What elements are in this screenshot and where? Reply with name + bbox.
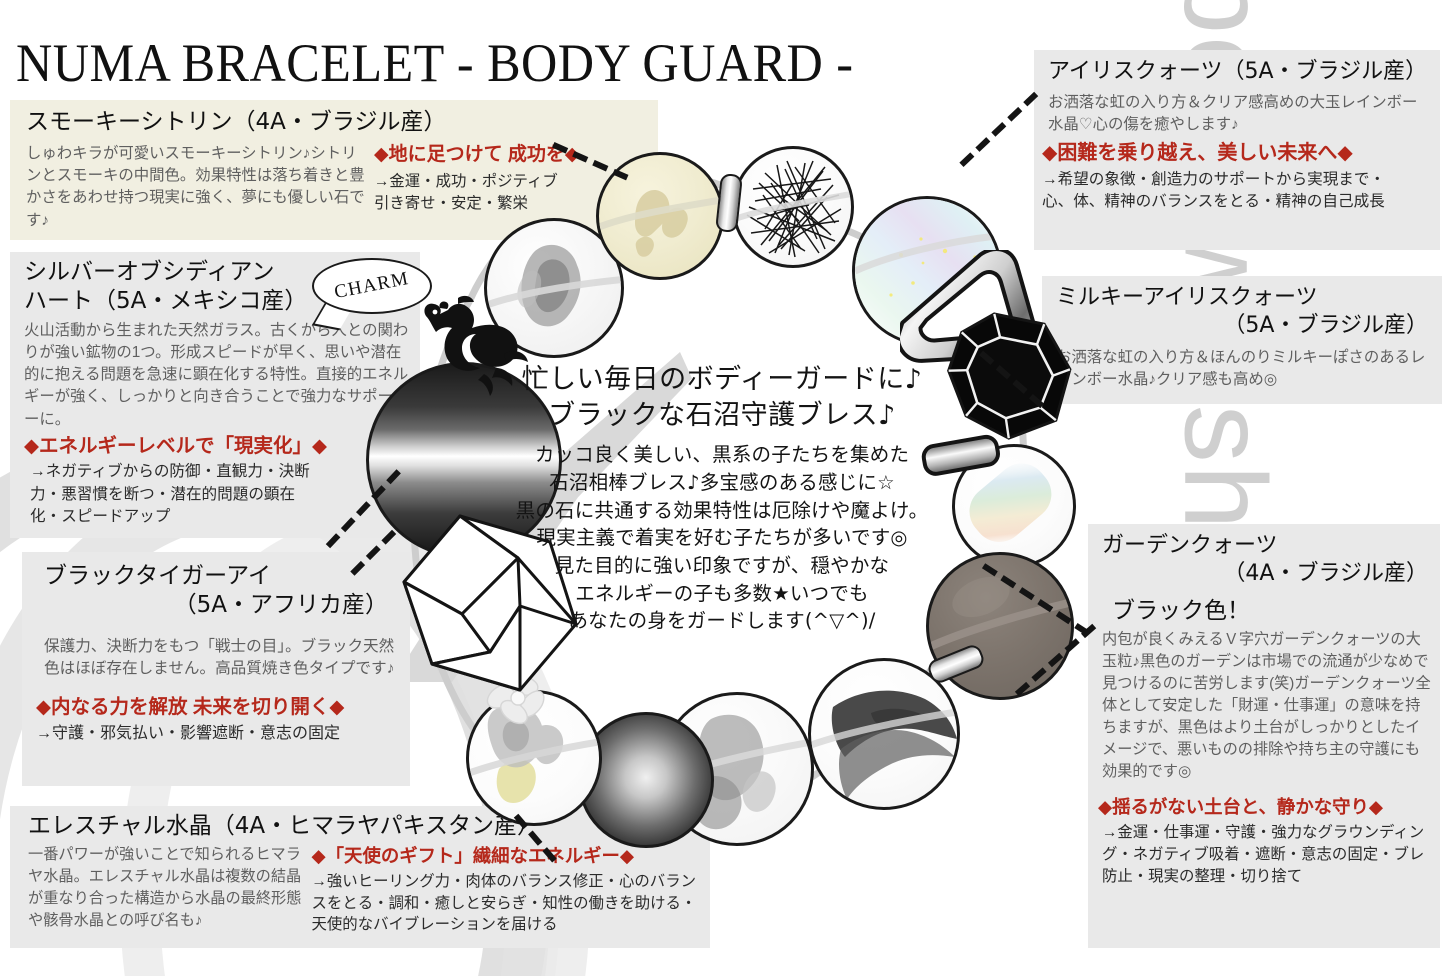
panel-title-elestial-quartz: エレスチャル水晶（4A・ヒマラヤパキスタン産）	[28, 813, 540, 839]
panel-title-smoky-citrine: スモーキーシトリン（4A・ブラジル産）	[26, 108, 648, 137]
center-headline-1: 忙しい毎日のボディーガードに♪	[521, 364, 923, 395]
stone-grade: ハート（5A・メキシコ産）	[24, 287, 308, 314]
panel-garden-quartz: ガーデンクォーツ （4A・ブラジル産） ブラック色！ 内包が良くみえるＶ字穴ガー…	[1088, 524, 1440, 948]
panel-iris-quartz: アイリスクォーツ（5A・ブラジル産） お洒落な虹の入り方＆クリア感高めの大玉レイ…	[1034, 50, 1440, 250]
stone-grade: （4A・ブラジル産）	[1223, 560, 1428, 586]
panel-subtitle-garden-quartz: ブラック色！	[1112, 598, 1250, 624]
stone-name: シルバーオブシディアン	[24, 259, 275, 285]
panel-effects-black-tiger-eye: →守護・邪気払い・影響遮断・意志の固定	[36, 725, 341, 743]
stone-grade: （4A・ブラジル産）	[232, 109, 447, 135]
panel-title-black-tiger-eye: ブラックタイガーアイ （5A・アフリカ産）	[44, 562, 400, 620]
black-garden-inclusion	[811, 690, 957, 799]
bead-tourmalinated-quartz[interactable]	[732, 146, 854, 268]
panel-tagline-black-tiger-eye: ◆内なる力を解放 未来を切り開く◆	[36, 695, 345, 718]
tourmaline-needles	[735, 160, 851, 258]
milky-rainbow-streak	[969, 463, 1052, 542]
panel-desc-black-tiger-eye: 保護力、決断力をもつ「戦士の目」。ブラック天然色はほぼ存在しません。高品質焼き色…	[44, 637, 395, 678]
panel-title-silver-obsidian: シルバーオブシディアン ハート（5A・メキシコ産）	[24, 258, 412, 316]
panel-effects-garden-quartz: →金運・仕事運・守護・強力なグラウンディング・ネガティブ吸着・遮断・意志の固定・…	[1102, 824, 1425, 885]
stone-grade: （5A・ブラジル産）	[1223, 312, 1428, 338]
stone-grade: （5A・アフリカ産）	[173, 591, 388, 618]
panel-effects-smoky-citrine: →金運・成功・ポジティブ 引き寄せ・安定・繁栄	[374, 173, 558, 213]
center-headline-2: ブラックな石沼守護ブレス♪	[548, 400, 896, 432]
panel-effects-elestial-quartz: →強いヒーリング力・肉体のバランス修正・心のバランスをとる・調和・癒しと安らぎ・…	[311, 872, 697, 934]
smoky-quartz-inclusion	[487, 244, 621, 327]
panel-smoky-citrine: スモーキーシトリン（4A・ブラジル産） しゅわキラが可愛いスモーキーシトリン♪シ…	[10, 100, 658, 240]
citrine-inclusion	[599, 189, 721, 257]
panel-desc-milky-iris-quartz: お洒落な虹の入り方＆ほんのりミルキーぽさのあるレインボー水晶♪クリア感も高め◎	[1056, 349, 1426, 389]
panel-title-iris-quartz: アイリスクォーツ（5A・ブラジル産）	[1048, 59, 1428, 84]
panel-milky-iris-quartz: ミルキーアイリスクォーツ （5A・ブラジル産） お洒落な虹の入り方＆ほんのりミル…	[1042, 276, 1442, 404]
panel-desc-silver-obsidian: 火山活動から生まれた天然ガラス。古くから人との関わりが強い鉱物の1つ。形成スピー…	[24, 321, 409, 428]
panel-desc-garden-quartz: 内包が良くみえるＶ字穴ガーデンクォーツの大玉粒♪黒色のガーデンは市場での流通が少…	[1102, 631, 1431, 781]
panel-tagline-garden-quartz: ◆揺るがない土台と、静かな守り◆	[1098, 796, 1384, 818]
dragon-charm-icon	[424, 295, 528, 396]
panel-effects-iris-quartz: →希望の象徴・創造力のサポートから実現まで・ 心、体、精神のバランスをとる・精神…	[1042, 171, 1386, 211]
charm-badge: CHARM	[312, 258, 432, 314]
panel-effects-silver-obsidian: →ネガティブからの防御・直観力・決断 力・悪習慣を断つ・潜在的問題の顕在 化・ス…	[30, 463, 310, 525]
panel-title-garden-quartz: ガーデンクォーツ （4A・ブラジル産）	[1102, 532, 1432, 587]
stone-name: ミルキーアイリスクォーツ	[1056, 285, 1318, 310]
panel-tagline-smoky-citrine: ◆地に足つけて 成功を◆	[374, 143, 580, 165]
bead-black-garden-quartz[interactable]	[808, 658, 960, 810]
bead-smoky-citrine[interactable]	[596, 152, 724, 280]
stone-name: ガーデンクォーツ	[1102, 533, 1278, 558]
stone-name: ブラックタイガーアイ	[44, 563, 272, 589]
panel-tagline-silver-obsidian: ◆エネルギーレベルで「現実化」◆	[24, 435, 327, 458]
center-body: カッコ良く美しい、黒系の子たちを集めた 石沼相棒ブレス♪多宝感のある感じに☆ 黒…	[515, 443, 929, 633]
panel-black-tiger-eye: ブラックタイガーアイ （5A・アフリカ産） 保護力、決断力をもつ「戦士の目」。ブ…	[22, 552, 410, 786]
panel-desc-smoky-citrine: しゅわキラが可愛いスモーキーシトリン♪シトリンとスモーキの中間色。効果特性は落ち…	[26, 144, 365, 229]
panel-desc-elestial-quartz: 一番パワーが強いことで知られるヒマラヤ水晶。エレスチャル水晶は複数の結晶が重なり…	[28, 845, 302, 929]
center-copy-block: 忙しい毎日のボディーガードに♪ ブラックな石沼守護ブレス♪ カッコ良く美しい、黒…	[487, 362, 957, 635]
charm-badge-label: CHARM	[332, 267, 412, 304]
panel-desc-iris-quartz: お洒落な虹の入り方＆クリア感高めの大玉レインボー水晶♡心の傷を癒やします♪	[1048, 93, 1418, 133]
panel-tagline-iris-quartz: ◆困難を乗り越え、美しい未来へ◆	[1042, 142, 1353, 165]
bead-black-tiger-eye[interactable]	[578, 712, 714, 848]
page-title: NUMA BRACELET - BODY GUARD -	[16, 33, 854, 93]
panel-title-milky-iris-quartz: ミルキーアイリスクォーツ （5A・ブラジル産）	[1056, 284, 1434, 339]
stone-name: スモーキーシトリン	[26, 109, 233, 135]
bead-milky-iris-quartz[interactable]	[952, 444, 1076, 568]
